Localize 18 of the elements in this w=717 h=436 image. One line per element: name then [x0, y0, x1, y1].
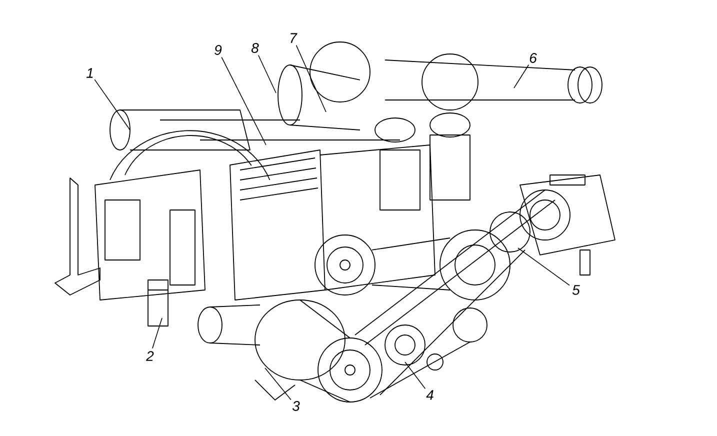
leader-line — [404, 362, 426, 390]
leader-line — [152, 318, 162, 349]
callout-number: 1 — [86, 68, 93, 78]
callout-number: 2 — [146, 351, 154, 361]
leader-line — [514, 64, 530, 88]
callout-number: 6 — [530, 53, 537, 63]
callout-number: 4 — [426, 390, 434, 400]
callout-number: 5 — [572, 285, 580, 295]
leader-line — [296, 44, 326, 112]
callout-number: 3 — [292, 401, 300, 411]
callout-number: 7 — [290, 33, 298, 43]
leader-line — [221, 56, 266, 146]
callout-number: 8 — [252, 43, 259, 53]
leader-line — [518, 248, 570, 286]
callout-number: 9 — [214, 45, 222, 55]
leader-line — [264, 368, 292, 400]
leader-line — [258, 54, 276, 94]
leader-line — [94, 79, 130, 130]
